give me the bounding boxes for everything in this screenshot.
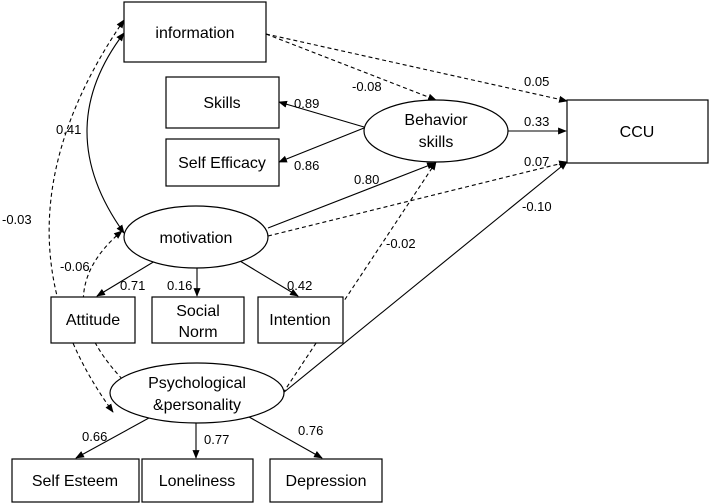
skills-box bbox=[165, 76, 280, 129]
social-norm-box bbox=[151, 296, 245, 344]
motivation-ellipse bbox=[123, 205, 269, 269]
coef-psych-depression: 0.76 bbox=[298, 423, 323, 438]
path-information-ccu bbox=[265, 33, 568, 103]
coef-info-ccu: 0.05 bbox=[524, 74, 549, 89]
coef-behavior-ccu: 0.33 bbox=[524, 114, 549, 129]
path-psych-ccu bbox=[282, 161, 568, 394]
coef-info-behavior: -0.08 bbox=[352, 79, 382, 94]
coef-motivation-attitude: 0.71 bbox=[120, 278, 145, 293]
coef-motivation-socialnorm: 0.16 bbox=[167, 278, 192, 293]
path-psych-selfesteem bbox=[75, 412, 159, 459]
psych-label-2: &personality bbox=[153, 397, 241, 414]
information-box bbox=[123, 1, 267, 63]
attitude-box bbox=[50, 296, 136, 344]
ccu-box bbox=[566, 99, 709, 164]
coef-motivation-psych: -0.06 bbox=[60, 259, 90, 274]
loneliness-label: Loneliness bbox=[159, 473, 236, 490]
self-esteem-label: Self Esteem bbox=[32, 473, 118, 490]
coef-info-motivation: 0.41 bbox=[56, 122, 81, 137]
behavior-skills-ellipse bbox=[363, 99, 509, 163]
path-motivation-ccu bbox=[267, 160, 568, 237]
coef-motivation-behavior: 0.80 bbox=[354, 172, 379, 187]
intention-box bbox=[257, 296, 344, 344]
social-norm-label-2: Norm bbox=[178, 324, 217, 341]
information-label: information bbox=[155, 25, 234, 42]
self-efficacy-label: Self Efficacy bbox=[178, 155, 266, 172]
loneliness-box bbox=[141, 458, 254, 503]
behavior-skills-label-2: skills bbox=[419, 134, 454, 151]
self-esteem-box bbox=[11, 458, 140, 503]
psychological-personality-ellipse bbox=[109, 362, 285, 424]
skills-label: Skills bbox=[203, 95, 240, 112]
path-information-motivation bbox=[86, 32, 125, 234]
path-motivation-intention bbox=[234, 257, 299, 297]
path-information-behavior bbox=[265, 33, 437, 101]
attitude-label: Attitude bbox=[66, 312, 120, 329]
coef-psych-selfesteem: 0.66 bbox=[82, 429, 107, 444]
path-behavior-selfefficacy bbox=[278, 127, 365, 163]
psych-label-1: Psychological bbox=[148, 375, 246, 392]
path-motivation-behavior bbox=[267, 162, 436, 229]
behavior-skills-label-1: Behavior bbox=[404, 112, 468, 129]
coef-psych-ccu: -0.10 bbox=[522, 199, 552, 214]
coef-motivation-intention: 0.42 bbox=[287, 278, 312, 293]
motivation-label: motivation bbox=[160, 230, 233, 247]
path-information-psych bbox=[48, 19, 125, 413]
ccu-label: CCU bbox=[620, 124, 655, 141]
path-psych-depression bbox=[241, 412, 323, 459]
coef-motivation-ccu: 0.07 bbox=[524, 154, 549, 169]
self-efficacy-box bbox=[165, 138, 280, 187]
depression-box bbox=[269, 458, 383, 503]
intention-label: Intention bbox=[269, 312, 330, 329]
path-behavior-skills bbox=[278, 100, 365, 128]
coef-psych-loneliness: 0.77 bbox=[204, 432, 229, 447]
coef-behavior-skills: 0.89 bbox=[294, 96, 319, 111]
social-norm-label-1: Social bbox=[176, 303, 220, 320]
coef-info-psych: -0.03 bbox=[2, 212, 32, 227]
coef-behavior-selfefficacy: 0.86 bbox=[294, 158, 319, 173]
depression-label: Depression bbox=[286, 473, 367, 490]
coef-psych-behavior: -0.02 bbox=[386, 236, 416, 251]
